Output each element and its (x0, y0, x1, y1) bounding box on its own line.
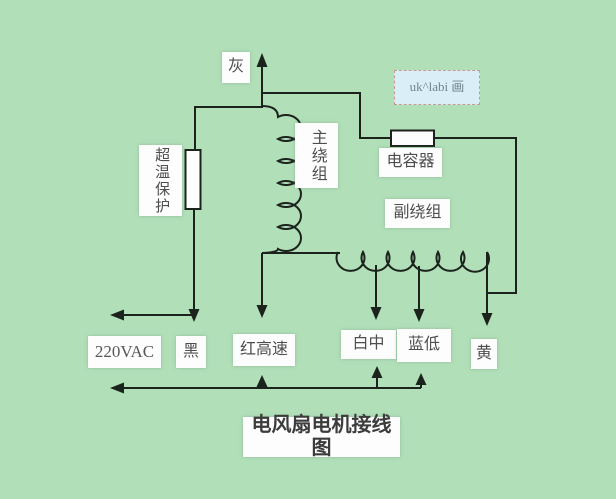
diagram-title: 电风扇电机接线图 (243, 414, 400, 459)
main-winding-label: 主绕组 (295, 123, 338, 188)
arrowhead-bus-left (110, 382, 124, 394)
arrowhead-bus-white-up (371, 366, 383, 378)
arrowhead-blue-down (413, 309, 425, 322)
capacitor-symbol (390, 129, 435, 147)
watermark-badge: uk^labi 画 (394, 70, 480, 105)
wire-label-yellow: 黄 (471, 339, 497, 369)
wire-label-black: 黑 (176, 336, 206, 368)
capacitor-left-wire (262, 92, 391, 139)
arrowhead-white-down (370, 307, 382, 320)
arrowhead-black-down (188, 309, 200, 322)
arrowhead-bus-red-up (256, 375, 268, 387)
arrowhead-bus-blue-up (415, 373, 427, 385)
aux-winding-coil (335, 249, 490, 273)
arrowhead-red-down (256, 305, 268, 318)
supply-label: 220VAC (88, 336, 161, 368)
main-winding-coil (261, 105, 302, 254)
overtemp-protector-label: 超温保护 (139, 145, 182, 216)
wire-label-blue-low: 蓝低 (397, 329, 451, 362)
aux-winding-label: 副绕组 (385, 199, 450, 228)
arrowhead-supply-left (110, 309, 124, 321)
wire-label-gray: 灰 (222, 52, 250, 83)
thermal-protector-symbol (184, 149, 202, 210)
arrowhead-gray-up (256, 53, 268, 67)
capacitor-label: 电容器 (379, 148, 442, 177)
wire-label-red-high: 红高速 (233, 334, 295, 366)
capacitor-right-wire (434, 137, 517, 294)
wire-label-white-mid: 白中 (341, 330, 396, 359)
overtemp-link-wire (194, 106, 262, 150)
arrowhead-yellow-down (481, 313, 493, 326)
arrowheads (110, 53, 493, 394)
